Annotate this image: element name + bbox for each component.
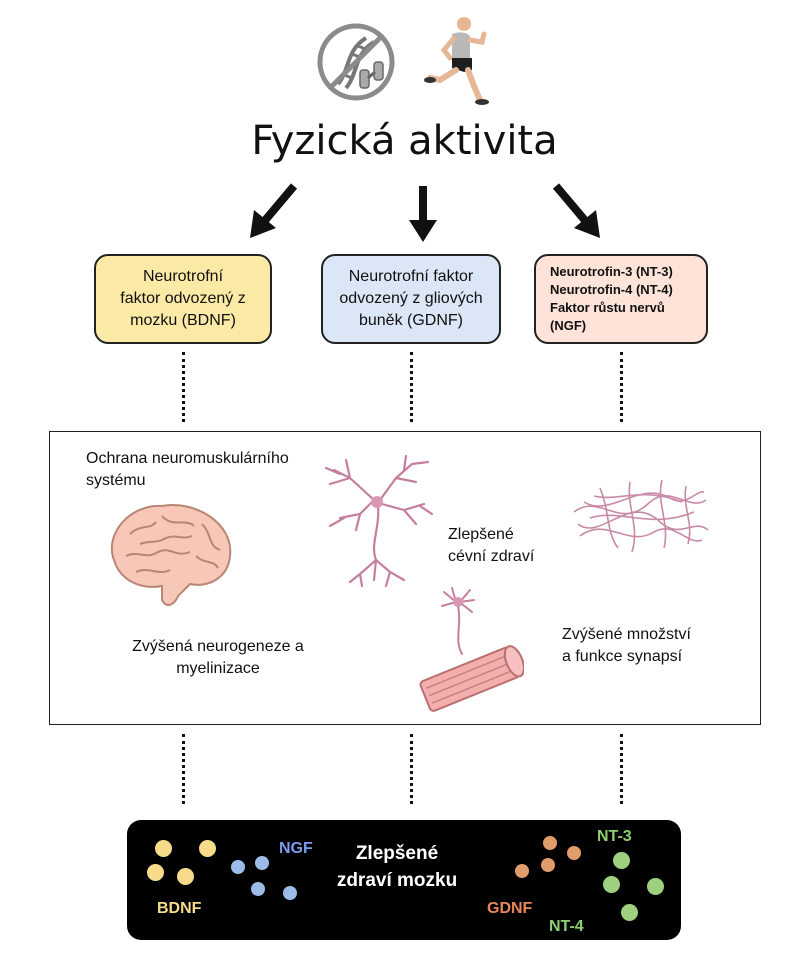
ngf-dot <box>255 856 269 870</box>
effect-line: a funkce synapsí <box>562 648 683 665</box>
nt3-label: NT-3 <box>597 828 632 845</box>
effect-neurogenesis: Zvýšená neurogeneze a myelinizace <box>118 636 318 680</box>
brain-icon <box>111 504 232 606</box>
effect-line: systému <box>86 472 146 489</box>
factor-line: faktor odvozený z <box>120 290 246 307</box>
bdnf-dot <box>177 868 194 885</box>
effect-line: myelinizace <box>176 660 260 677</box>
effect-line: Zvýšené množství <box>562 626 691 643</box>
nt-dot <box>621 904 638 921</box>
effect-neuromuscular: Ochrana neuromuskulárního systému <box>86 448 289 492</box>
bdnf-dot <box>155 840 172 857</box>
gdnf-dot <box>515 864 529 878</box>
factor-line: Faktor růstu nervů <box>550 300 665 315</box>
nt-dot <box>613 852 630 869</box>
arrow-center-icon <box>409 186 437 242</box>
effect-line: cévní zdraví <box>448 548 535 565</box>
effect-line: Zvýšená neurogeneze a <box>132 638 304 655</box>
factor-line: Neurotrofin-4 (NT-4) <box>550 282 673 297</box>
dotted-connector <box>410 734 413 804</box>
bottom-title-line: zdraví mozku <box>336 870 458 891</box>
effect-vascular: Zlepšené cévní zdraví <box>448 524 534 568</box>
dotted-connector <box>182 734 185 804</box>
gdnf-dot <box>543 836 557 850</box>
gdnf-dot <box>541 858 555 872</box>
page-title: Fyzická aktivita <box>251 118 558 164</box>
factor-box-bdnf: Neurotrofní faktor odvozený z mozku (BDN… <box>94 254 272 344</box>
dotted-connector <box>620 352 623 422</box>
nt-dot <box>603 876 620 893</box>
ngf-dot <box>251 882 265 896</box>
ngf-label: NGF <box>279 840 313 857</box>
dna-dumbbell-icon <box>317 23 395 101</box>
dotted-connector <box>410 352 413 422</box>
effect-synapses: Zvýšené množství a funkce synapsí <box>562 624 691 668</box>
gdnf-dot <box>567 846 581 860</box>
ngf-dot <box>231 860 245 874</box>
arrow-left-icon <box>250 183 298 238</box>
factor-line: Neurotrofní <box>142 268 224 285</box>
factor-line: mozku (BDNF) <box>130 312 236 329</box>
nt4-label: NT-4 <box>549 918 584 935</box>
dotted-connector <box>182 352 185 422</box>
dotted-connector <box>620 734 623 804</box>
effects-panel: Ochrana neuromuskulárního systému Zlepše… <box>49 431 761 725</box>
factor-line: Neurotrofní faktor <box>348 268 474 285</box>
factor-line: odvozený z gliových <box>339 290 483 307</box>
factor-line: buněk (GDNF) <box>358 312 464 329</box>
brain-health-panel: BDNF NGF Zlepšené zdraví mozku GDNF NT-3… <box>127 820 681 940</box>
capillary-network-icon <box>573 479 709 553</box>
nt-dot <box>647 878 664 895</box>
bottom-title-line: Zlepšené <box>355 843 439 864</box>
bdnf-dot <box>199 840 216 857</box>
factor-box-nt-ngf: Neurotrofin-3 (NT-3) Neurotrofin-4 (NT-4… <box>534 254 708 344</box>
effect-line: Zlepšené <box>448 526 514 543</box>
factor-line: (NGF) <box>550 318 587 333</box>
gdnf-label: GDNF <box>487 900 533 917</box>
bdnf-label: BDNF <box>157 900 202 917</box>
arrow-right-icon <box>552 183 600 238</box>
bottom-title: Zlepšené zdraví mozku <box>317 840 477 894</box>
neuron-icon <box>324 454 434 588</box>
factor-box-gdnf: Neurotrofní faktor odvozený z gliových b… <box>321 254 501 344</box>
effect-line: Ochrana neuromuskulárního <box>86 450 289 467</box>
bdnf-dot <box>147 864 164 881</box>
factor-line: Neurotrofin-3 (NT-3) <box>550 264 673 279</box>
muscle-fiber-icon <box>419 587 524 712</box>
runner-icon <box>424 17 489 105</box>
ngf-dot <box>283 886 297 900</box>
